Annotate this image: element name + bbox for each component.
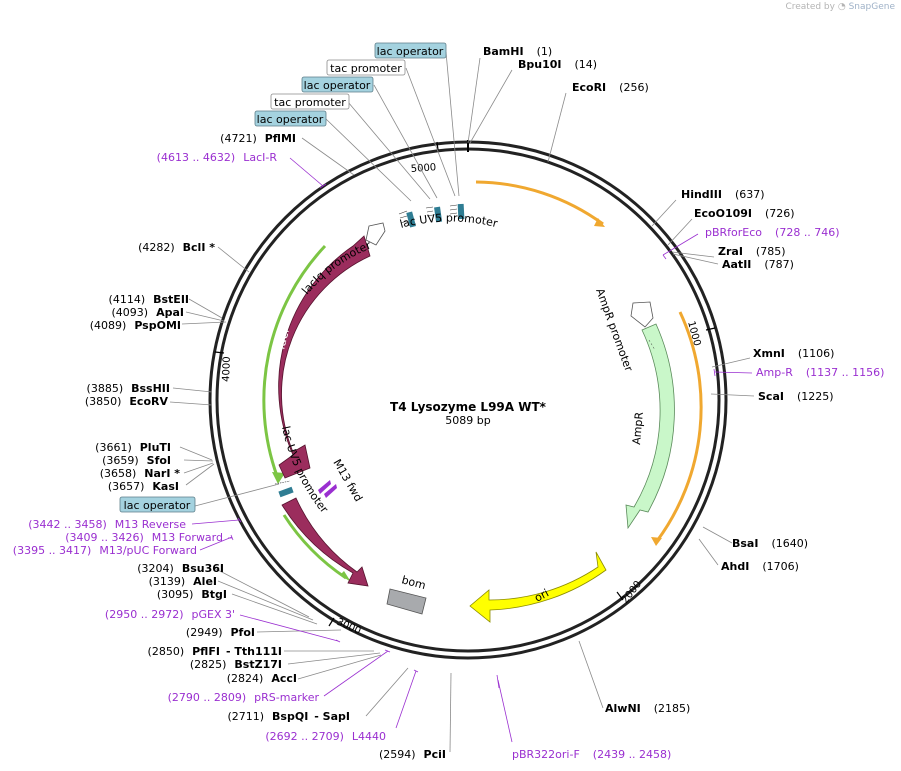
primer-prs-marker: (2790 .. 2809)pRS-marker [168,691,320,704]
site-bcli: (4282)BclI * [138,241,215,254]
tick-label-5000: 5000 [410,162,436,175]
site-alei: (3139)AleI [149,575,217,588]
svg-text:tac promoter: tac promoter [274,96,346,109]
laciq-promoter-arrow [365,222,386,246]
ampr-promoter-label: AmpR promoter [593,287,635,374]
bom-label: bom [400,573,427,592]
site-alwni: AlwNI(2185) [605,702,690,715]
tick-3000 [328,617,335,627]
m13-fwd-label: M13 fwd [330,457,365,504]
snapgene-watermark: Created by ◔ SnapGene [785,2,895,12]
m13-fwd-primer-2 [324,484,337,498]
tick-label-4000: 4000 [221,356,233,382]
site-kasi: (3657)KasI [108,480,179,493]
site-pcii: (2594)PciI [379,748,446,761]
tick-4000 [214,351,225,354]
ori-feature [469,551,607,623]
boxed-label-tac-promoter-2: tac promoter [270,93,350,110]
operator-cluster-top [398,203,465,228]
site-bsu36i: (3204)Bsu36I [137,562,224,575]
ampr-feature [625,323,675,530]
site-hindiii: HindIII(637) [681,188,765,201]
m13-fwd-primer-1 [318,480,331,494]
site-xmni: XmnI(1106) [753,347,834,360]
svg-text:tac promoter: tac promoter [330,62,402,75]
site-bspqi-sapi: (2711)BspQI- SapI [227,710,350,723]
svg-text:lac operator: lac operator [377,45,444,58]
site-ahdi: AhdI(1706) [721,560,799,573]
site-ecoo109i: EcoO109I(726) [694,207,795,220]
svg-text:lac operator: lac operator [124,499,191,512]
site-pluti: (3661)PluTI [95,441,171,454]
site-pflfi-tth111i: (2850)PflFI- Tth111I [148,645,282,658]
ampr-label: AmpR [630,411,646,445]
site-bstz17i: (2825)BstZ17I [190,658,282,671]
bom-feature [386,588,427,615]
primer-leader-lines [191,157,753,743]
ori-label: ori [532,586,551,604]
boxed-label-lac-operator-4: lac operator [119,496,196,513]
primer-m13-reverse: (3442 .. 3458)M13 Reverse [28,518,186,531]
site-ecorv: (3850)EcoRV [85,395,169,408]
tick-2000 [616,591,624,601]
green-arc-laci [262,244,327,477]
site-zrai: ZraI(785) [718,245,786,258]
boxed-label-tac-promoter-1: tac promoter [326,59,406,76]
site-bpu10i: Bpu10I(14) [518,58,597,71]
primer-laci-r: (4613 .. 4632)LacI-R [157,151,278,164]
site-bsteii: (4114)BstEII [109,293,189,306]
laciq-promoter-label: lacIq promoter [299,239,373,297]
site-scai: ScaI(1225) [758,390,834,403]
boxed-label-lac-operator-2: lac operator [301,76,374,93]
orange-arc-right [655,311,703,542]
primer-pbrforeco: pBRforEco(728 .. 746) [705,226,840,239]
site-pspomi: (4089)PspOMI [90,319,181,332]
site-aatii: AatII(787) [722,258,794,271]
boxed-label-lac-operator-3: lac operator [254,110,327,127]
svg-text:lac operator: lac operator [304,79,371,92]
orange-arc-top [475,180,604,226]
site-apai: (4093)ApaI [112,306,184,319]
plasmid-name: T4 Lysozyme L99A WT* [390,400,547,414]
site-pfoi: (2949)PfoI [186,626,255,639]
ampr-promoter-arrow [630,301,654,328]
tick-1000 [705,327,716,331]
laci-label: lacI [273,327,292,351]
site-bamhi: BamHI(1) [483,45,552,58]
boxed-label-lac-operator-1: lac operator [374,42,447,59]
site-ecori: EcoRI(256) [572,81,649,94]
laczalpha-feature [281,497,369,587]
site-bsai: BsaI(1640) [732,537,808,550]
primer-pgex3: (2950 .. 2972)pGEX 3' [105,608,235,621]
site-nari: (3658)NarI * [100,467,181,480]
site-acci: (2824)AccI [227,672,297,685]
primer-l4440: (2692 .. 2709)L4440 [265,730,386,743]
tick-5000 [436,141,439,151]
laci-feature [278,235,371,479]
site-bsshii: (3885)BssHII [87,382,170,395]
snapgene-logo-icon: ◔ [837,2,846,12]
site-pflmi: (4721)PflMI [220,132,296,145]
primer-m13-forward: (3409 .. 3426)M13 Forward [65,531,223,544]
site-sfoi: (3659)SfoI [102,454,171,467]
plasmid-length: 5089 bp [445,414,490,427]
primer-m13-puc-forward: (3395 .. 3417)M13/pUC Forward [13,544,197,557]
green-arc-lacz [282,514,347,580]
primer-amp-r: Amp-R(1137 .. 1156) [756,366,884,379]
lac-operator-lower [278,486,294,498]
site-btgi: (3095)BtgI [157,588,227,601]
primer-pbr322ori-f: pBR322ori-F(2439 .. 2458) [512,748,671,761]
lac-uv5-promoter-top-label: lac UV5 promoter [398,211,499,230]
svg-text:lac operator: lac operator [257,113,324,126]
